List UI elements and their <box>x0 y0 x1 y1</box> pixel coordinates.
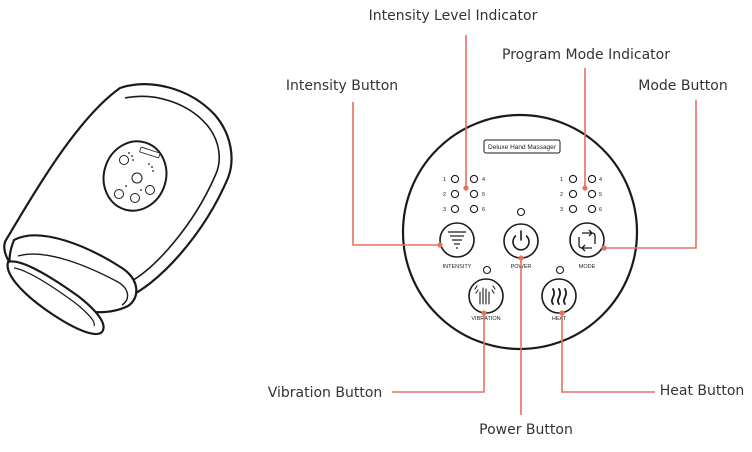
label-vibration-button: Vibration Button <box>268 385 383 401</box>
heat-button[interactable]: HEAT <box>541 278 577 322</box>
label-power-button: Power Button <box>479 422 573 438</box>
heat-icon <box>550 288 568 305</box>
mode-level-2: 2 <box>560 192 563 198</box>
mode-level-5: 5 <box>599 192 602 198</box>
power-led <box>516 207 526 217</box>
vibration-button-label: VIBRATION <box>471 316 500 322</box>
intensity-icon <box>448 231 466 249</box>
control-panel: Deluxe Hand Massager 1 2 3 4 5 6 1 2 3 <box>401 113 639 351</box>
mode-icon <box>578 229 596 252</box>
callout-leaders <box>352 35 697 415</box>
vibration-icon <box>474 285 496 305</box>
intensity-level-6: 6 <box>482 207 485 213</box>
intensity-level-4: 4 <box>482 177 485 183</box>
mode-level-1: 1 <box>560 177 563 183</box>
intensity-button-label: INTENSITY <box>443 264 472 270</box>
heat-button-label: HEAT <box>552 316 567 322</box>
vibration-led <box>482 265 492 275</box>
panel-title-box <box>483 139 561 154</box>
heat-led <box>555 265 565 275</box>
panel-title: Deluxe Hand Massager <box>488 144 557 151</box>
device-illustration <box>3 83 233 336</box>
intensity-level-5: 5 <box>482 192 485 198</box>
intensity-level-2: 2 <box>443 192 446 198</box>
label-intensity-button: Intensity Button <box>286 78 398 94</box>
mode-level-6: 6 <box>599 207 602 213</box>
label-heat-button: Heat Button <box>660 383 745 399</box>
mode-button-label: MODE <box>579 264 596 270</box>
intensity-button[interactable]: INTENSITY <box>439 222 475 270</box>
intensity-level-3: 3 <box>443 207 446 213</box>
mode-button[interactable]: MODE <box>569 222 605 270</box>
power-icon <box>512 230 530 251</box>
intensity-level-indicator: 1 2 3 4 5 6 <box>443 174 485 214</box>
mode-level-3: 3 <box>560 207 563 213</box>
label-intensity-level-indicator: Intensity Level Indicator <box>369 8 538 24</box>
label-mode-button: Mode Button <box>638 78 728 94</box>
vibration-button[interactable]: VIBRATION <box>468 278 504 322</box>
mode-level-4: 4 <box>599 177 602 183</box>
label-program-mode-indicator: Program Mode Indicator <box>502 47 670 63</box>
program-mode-indicator: 1 2 3 4 5 6 <box>560 174 602 214</box>
intensity-level-1: 1 <box>443 177 446 183</box>
